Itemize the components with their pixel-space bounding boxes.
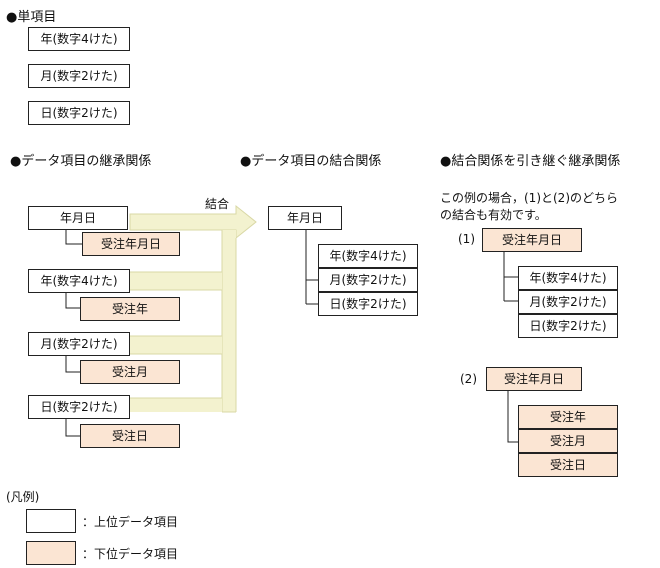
case2-child-month: 受注月 — [518, 429, 618, 453]
inherit-lower-day: 受注日 — [80, 424, 180, 448]
case2-label: (2) — [460, 372, 477, 386]
inherit-combine-title: ●結合関係を引き継ぐ継承関係 — [440, 154, 621, 169]
inherit-combine-note-2: の結合も有効です。 — [440, 208, 547, 222]
legend-upper-swatch — [26, 509, 76, 533]
inherit-upper-year: 年(数字4けた) — [28, 269, 130, 293]
combine-child-year: 年(数字4けた) — [318, 244, 418, 268]
single-item-month: 月(数字2けた) — [28, 64, 130, 88]
combine-title: ●データ項目の結合関係 — [240, 154, 382, 169]
combine-arrow-stem — [222, 230, 236, 412]
combine-child-day: 日(数字2けた) — [318, 292, 418, 316]
legend-title: (凡例) — [6, 490, 40, 504]
case1-label: (1) — [458, 232, 475, 246]
feed-band-day — [130, 398, 222, 412]
inherit-combine-note-1: この例の場合，(1)と(2)のどちら — [440, 191, 618, 205]
legend-lower-swatch — [26, 541, 76, 565]
combine-parent: 年月日 — [268, 206, 342, 230]
combine-child-month: 月(数字2けた) — [318, 268, 418, 292]
feed-band-month — [130, 336, 222, 354]
inherit-title: ●データ項目の継承関係 — [10, 154, 152, 169]
case1-child-year: 年(数字4けた) — [518, 266, 618, 290]
case2-parent: 受注年月日 — [486, 367, 582, 391]
inherit-upper-day: 日(数字2けた) — [28, 395, 130, 419]
case1-child-month: 月(数字2けた) — [518, 290, 618, 314]
single-item-day: 日(数字2けた) — [28, 101, 130, 125]
inherit-lower-ymd: 受注年月日 — [82, 232, 180, 256]
combine-arrow-label: 結合 — [205, 197, 230, 211]
case1-parent: 受注年月日 — [482, 228, 582, 252]
legend-upper-label: ：上位データ項目 — [82, 515, 179, 529]
single-items-title: ●単項目 — [6, 10, 57, 25]
feed-band-year — [130, 272, 222, 290]
legend-lower-label: ：下位データ項目 — [82, 547, 179, 561]
inherit-upper-ymd: 年月日 — [28, 206, 128, 230]
case1-child-day: 日(数字2けた) — [518, 314, 618, 338]
inherit-lower-month: 受注月 — [80, 360, 180, 384]
inherit-lower-year: 受注年 — [80, 297, 180, 321]
inherit-upper-month: 月(数字2けた) — [28, 332, 130, 356]
case2-child-day: 受注日 — [518, 453, 618, 477]
case2-child-year: 受注年 — [518, 405, 618, 429]
single-item-year: 年(数字4けた) — [28, 27, 130, 51]
